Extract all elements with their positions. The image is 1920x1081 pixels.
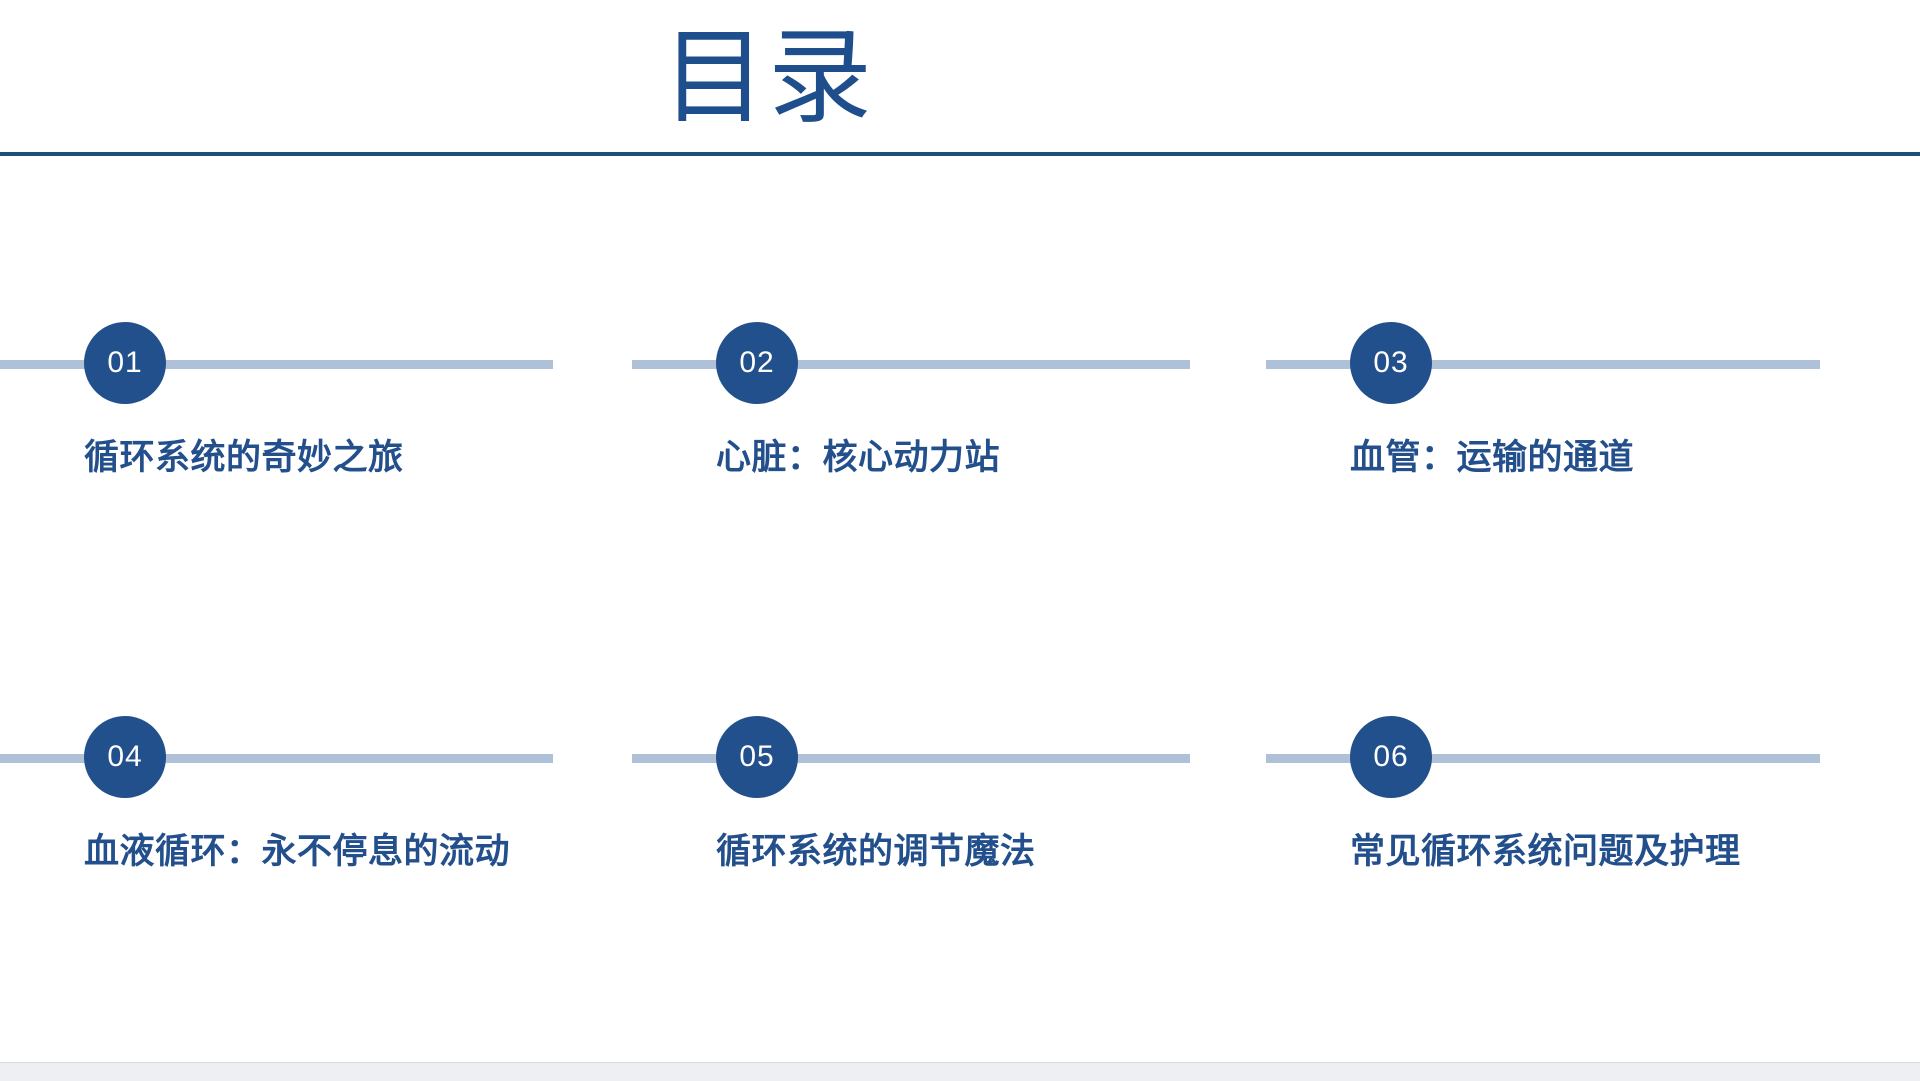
toc-item-02[interactable]: 02 心脏：核心动力站 [632, 322, 1192, 622]
toc-item-title[interactable]: 血管：运输的通道 [1350, 438, 1635, 477]
toc-number-badge[interactable]: 04 [84, 716, 166, 798]
footer-bar [0, 1062, 1920, 1081]
toc-item-05[interactable]: 05 循环系统的调节魔法 [632, 716, 1192, 1016]
toc-number-label: 05 [739, 740, 775, 773]
header-divider [0, 152, 1920, 156]
toc-number-label: 02 [739, 346, 775, 379]
toc-number-label: 03 [1373, 346, 1409, 379]
toc-number-badge[interactable]: 05 [716, 716, 798, 798]
toc-item-03[interactable]: 03 血管：运输的通道 [1266, 322, 1826, 622]
toc-number-label: 04 [107, 740, 143, 773]
toc-number-badge[interactable]: 06 [1350, 716, 1432, 798]
toc-connector-line [0, 360, 553, 369]
toc-item-title[interactable]: 常见循环系统问题及护理 [1350, 832, 1741, 871]
slide-header: 目录 [0, 0, 1920, 156]
toc-number-badge[interactable]: 01 [84, 322, 166, 404]
toc-connector-line [1266, 754, 1820, 763]
toc-item-title[interactable]: 循环系统的奇妙之旅 [84, 438, 404, 477]
toc-item-title[interactable]: 心脏：核心动力站 [716, 438, 1001, 477]
toc-item-01[interactable]: 01 循环系统的奇妙之旅 [0, 322, 560, 622]
toc-connector-line [0, 754, 553, 763]
toc-item-title[interactable]: 血液循环：永不停息的流动 [84, 832, 511, 871]
toc-item-04[interactable]: 04 血液循环：永不停息的流动 [0, 716, 560, 1016]
toc-number-badge[interactable]: 02 [716, 322, 798, 404]
toc-item-06[interactable]: 06 常见循环系统问题及护理 [1266, 716, 1826, 1016]
toc-number-label: 01 [107, 346, 143, 379]
page-title: 目录 [661, 20, 874, 136]
toc-number-label: 06 [1373, 740, 1409, 773]
toc-connector-line [1266, 360, 1820, 369]
toc-connector-line [632, 754, 1190, 763]
toc-number-badge[interactable]: 03 [1350, 322, 1432, 404]
toc-connector-line [632, 360, 1190, 369]
toc-item-title[interactable]: 循环系统的调节魔法 [716, 832, 1036, 871]
